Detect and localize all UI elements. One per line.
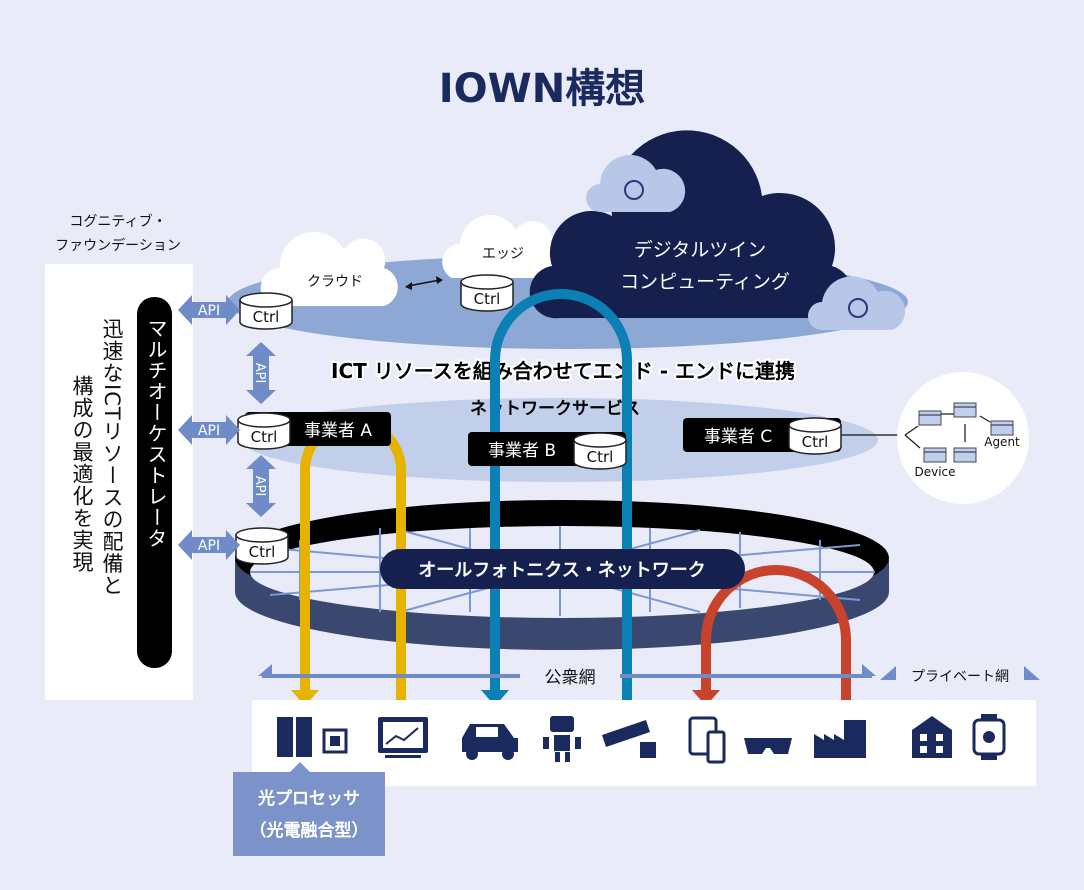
apn-label-pill[interactable] [380, 549, 745, 589]
api-arrow-top[interactable]: API [178, 295, 240, 325]
monitor-icon [378, 717, 428, 758]
svg-text:API: API [252, 363, 267, 384]
ai-cloud-icon [808, 276, 906, 330]
camera-icon [602, 720, 656, 758]
page-title: IOWN構想 [439, 66, 645, 112]
ctrl-apn[interactable]: Ctrl [235, 527, 289, 565]
orchestrator-label: マルチオーケストレータ [144, 318, 168, 549]
digital-twin-computing[interactable]: デジタルツイン コンピューティング [529, 130, 854, 319]
dtc-line1: デジタルツイン [634, 239, 767, 261]
optical-processor-line2: （光電融合型） [250, 820, 369, 841]
robot-icon [543, 716, 581, 762]
private-path [701, 565, 851, 710]
ctrl-operator-a[interactable]: Ctrl [237, 412, 291, 450]
svg-text:Ctrl: Ctrl [802, 433, 829, 451]
chip-icon [322, 728, 348, 754]
operator-b-path [490, 289, 632, 705]
cognitive-foundation-line1: コグニティブ・ [69, 213, 166, 230]
device-label: Device [914, 465, 955, 479]
smartwatch-icon [972, 714, 1006, 760]
cognitive-foundation-line2: ファウンデーション [55, 237, 181, 254]
arrow-down-icon [481, 690, 509, 706]
svg-text:API: API [198, 303, 220, 319]
device-agent-graph-icon [904, 402, 1014, 463]
api-arrow-bottom[interactable]: API [178, 530, 240, 560]
cloud-node[interactable]: クラウド [260, 231, 398, 306]
svg-text:API: API [198, 423, 220, 439]
apn-label: オールフォトニクス・ネットワーク [418, 560, 705, 581]
ctrl-cloud[interactable]: Ctrl [239, 292, 293, 330]
agent-label: Agent [984, 435, 1020, 449]
device-agent-bubble [897, 372, 1029, 504]
building-icon [912, 716, 952, 758]
svg-text:Ctrl: Ctrl [249, 543, 276, 561]
ai-cloud-icon [586, 154, 686, 212]
api-arrow-vertical-1[interactable]: API [246, 342, 276, 404]
svg-text:事業者 C: 事業者 C [704, 427, 772, 447]
api-arrow-middle[interactable]: API [178, 415, 240, 445]
svg-text:Ctrl: Ctrl [474, 290, 501, 308]
mobile-devices-icon [688, 716, 726, 764]
api-arrow-vertical-2[interactable]: API [246, 455, 276, 517]
svg-text:API: API [198, 538, 220, 554]
dtc-line2: コンピューティング [620, 271, 790, 293]
cloud-edge-arrow-icon [405, 276, 443, 290]
network-service-label: ネットワークサービス [470, 399, 640, 419]
cloud-label: クラウド [307, 274, 363, 290]
headline-text: ICT リソースを組み合わせてエンド - エンドに連携 [331, 359, 795, 383]
optical-processor-line1: 光プロセッサ [257, 788, 360, 809]
svg-text:事業者 A: 事業者 A [304, 421, 372, 441]
orchestrator-bar[interactable] [137, 297, 172, 668]
edge-label: エッジ [482, 246, 524, 262]
svg-text:事業者 B: 事業者 B [488, 441, 556, 461]
svg-text:Ctrl: Ctrl [251, 428, 278, 446]
svg-text:Ctrl: Ctrl [253, 308, 280, 326]
public-network-label: 公衆網 [545, 668, 596, 688]
private-network-line [880, 666, 1040, 680]
edge-node[interactable]: エッジ [442, 214, 568, 278]
smart-glasses-icon [744, 738, 792, 754]
svg-text:Ctrl: Ctrl [587, 448, 614, 466]
svg-text:API: API [252, 476, 267, 497]
ctrl-operator-c[interactable]: Ctrl [788, 417, 842, 455]
arrow-down-icon [692, 690, 720, 706]
factory-icon [814, 720, 866, 758]
description-line2: 構成の最適化を実現 [70, 375, 94, 573]
private-network-label: プライベート網 [911, 669, 1009, 685]
optical-processor-box [233, 772, 385, 856]
description-line1: 迅速なICTリソースの配備と [100, 318, 124, 597]
ctrl-edge[interactable]: Ctrl [460, 274, 514, 312]
arrow-down-icon [291, 690, 319, 706]
car-icon [462, 724, 518, 760]
ctrl-operator-b[interactable]: Ctrl [573, 432, 627, 470]
server-icon [277, 717, 312, 757]
